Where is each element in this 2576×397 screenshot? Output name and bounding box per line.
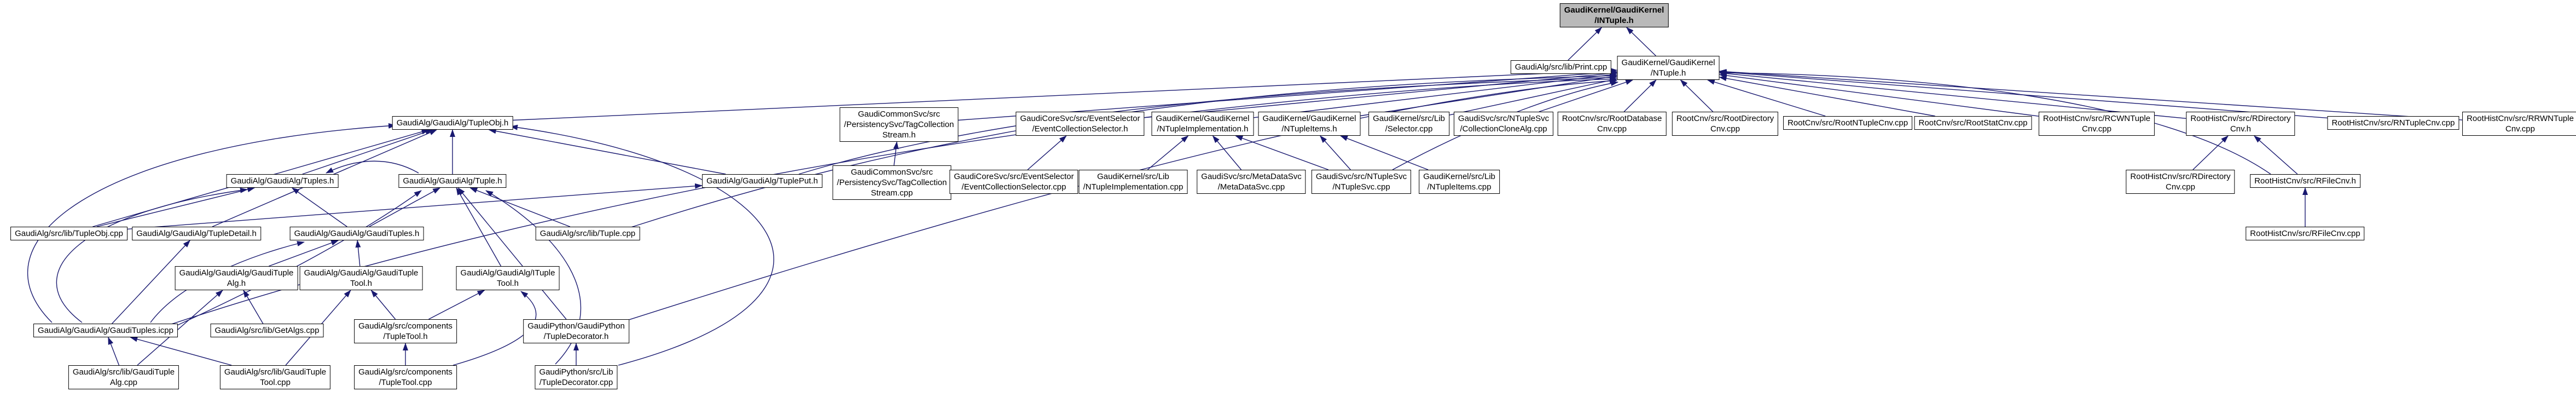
graph-node-ntuplesvc_cpp[interactable]: GaudiSvc/src/NTupleSvc /NTupleSvc.cpp [1311,170,1412,194]
edge-evcollsel_cpp-evcollsel_h [1027,135,1067,170]
graph-node-getalgs_cpp[interactable]: GaudiAlg/src/lib/GetAlgs.cpp [210,324,324,337]
graph-node-tupleput_h[interactable]: GaudiAlg/GaudiAlg/TuplePut.h [702,174,822,188]
graph-node-tuple_cpp[interactable]: GaudiAlg/src/lib/Tuple.cpp [535,227,640,240]
graph-node-gaudituplealg_cpp[interactable]: GaudiAlg/src/lib/GaudiTuple Alg.cpp [68,365,179,389]
graph-node-rootntuple_cpp[interactable]: RootCnv/src/RootNTupleCnv.cpp [1783,116,1913,130]
graph-node-tupledecorator_h[interactable]: GaudiPython/GaudiPython /TupleDecorator.… [523,319,629,343]
graph-node-gauditupletool_h[interactable]: GaudiAlg/GaudiAlg/GaudiTuple Tool.h [299,266,423,290]
edge-tupletool_h-itupletool_h [428,290,485,320]
edge-itupletool_h-tuple_h [456,187,502,267]
edge-rfilecnv_h-rdircnv_h [2254,135,2298,175]
edge-ntuple_h-intuple [1626,27,1656,56]
edge-rcwntuple_cpp-ntuple_h [1719,72,2039,117]
edge-rootdir_cpp-ntuple_h [1680,79,1714,112]
graph-node-tagcollstream_cpp[interactable]: GaudiCommonSvc/src /PersistencySvc/TagCo… [832,165,952,200]
graph-node-tuples_h[interactable]: GaudiAlg/GaudiAlg/Tuples.h [226,174,339,188]
edge-tupleobj_h-ntuple_h [513,67,1618,121]
edge-tupledecorator_h-tuple_h [457,187,567,320]
edge-ntuplesvc_cpp-ntupleimpl_h [1235,135,1329,170]
edge-collclone_cpp-ntuple_h [1539,79,1634,112]
edge-ntupleimpl_cpp-ntupleimpl_h [1147,135,1189,170]
graph-node-tupletool_h[interactable]: GaudiAlg/src/components /TupleTool.h [354,319,457,343]
graph-node-tagcollstream_h[interactable]: GaudiCommonSvc/src /PersistencySvc/TagCo… [839,107,959,142]
graph-node-rntuplecnv_cpp[interactable]: RootHistCnv/src/RNTupleCnv.cpp [2327,116,2459,130]
graph-node-rootstat_cpp[interactable]: RootCnv/src/RootStatCnv.cpp [1914,116,2032,130]
graph-node-gaudituples_h[interactable]: GaudiAlg/GaudiAlg/GaudiTuples.h [289,227,424,240]
graph-node-itupletool_h[interactable]: GaudiAlg/GaudiAlg/ITuple Tool.h [456,266,560,290]
graph-node-ntupleimpl_h[interactable]: GaudiKernel/GaudiKernel /NTupleImplement… [1151,112,1254,136]
edge-gaudituples_h-tuple_h [369,187,441,227]
edge-gaudituples_icpp-ntuple_h [169,76,1617,325]
graph-node-tupletool_cpp[interactable]: GaudiAlg/src/components /TupleTool.cpp [354,365,457,389]
graph-node-gaudituples_icpp[interactable]: GaudiAlg/GaudiAlg/GaudiTuples.icpp [33,324,178,337]
edge-gaudituplealg_cpp-gaudituples_icpp [108,337,120,366]
graph-node-rootdir_cpp[interactable]: RootCnv/src/RootDirectory Cnv.cpp [1672,112,1779,136]
graph-node-rcwntuple_cpp[interactable]: RootHistCnv/src/RCWNTuple Cnv.cpp [2038,112,2155,136]
edge-rootdb_cpp-ntuple_h [1623,79,1657,112]
graph-node-gauditupletool_cpp[interactable]: GaudiAlg/src/lib/GaudiTuple Tool.cpp [219,365,331,389]
edge-ntuplesvc_cpp-ntupleitems_h [1320,135,1351,170]
edge-gaudituplealg_h-gaudituples_h [269,240,339,267]
edge-gauditupletool_h-gaudituples_h [355,240,361,267]
edge-ntuplesvc_cpp-ntuple_h [1392,80,1618,170]
graph-node-ntuple_h[interactable]: GaudiKernel/GaudiKernel /NTuple.h [1617,56,1720,80]
edge-gaudituples_h-tuples_h [291,187,347,227]
graph-node-tuple_h[interactable]: GaudiAlg/GaudiAlg/Tuple.h [398,174,507,188]
edge-rootntuple_cpp-ntuple_h [1707,79,1826,117]
graph-node-metadatasvc_cpp[interactable]: GaudiSvc/src/MetaDataSvc /MetaDataSvc.cp… [1197,170,1306,194]
graph-node-rdircnv_cpp[interactable]: RootHistCnv/src/RDirectory Cnv.cpp [2126,170,2235,194]
edge-tupleobj_cpp-tuples_h [96,187,256,227]
graph-node-rfilecnv_h[interactable]: RootHistCnv/src/RFileCnv.h [2250,174,2360,188]
graph-node-evcollsel_h[interactable]: GaudiCoreSvc/src/EventSelector /EventCol… [1016,112,1145,136]
edge-rdircnv_cpp-rdircnv_h [2192,135,2229,170]
graph-node-print_cpp[interactable]: GaudiAlg/src/lib/Print.cpp [1510,60,1612,74]
graph-node-tupleobj_h[interactable]: GaudiAlg/GaudiAlg/TupleObj.h [392,116,513,130]
edge-ntupleitems_h-ntuple_h [1360,74,1618,117]
edge-gaudituples_icpp-tupledetail_h [112,240,190,324]
edge-tuple_h-tuples_h [326,160,419,174]
graph-node-selector_cpp[interactable]: GaudiKernel/src/Lib /Selector.cpp [1368,112,1449,136]
edge-getalgs_cpp-gaudituplealg_h [243,290,264,324]
graph-node-rdircnv_h[interactable]: RootHistCnv/src/RDirectory Cnv.h [2186,112,2295,136]
edge-tupleput_h-tupleobj_h [488,128,726,175]
edge-tupledecorator_h-ntuple_h [623,78,1617,322]
edge-tupleput_h-ntuple_h [798,74,1617,175]
graph-node-intuple: GaudiKernel/GaudiKernel /INTuple.h [1559,3,1669,27]
graph-node-collclone_cpp[interactable]: GaudiSvc/src/NTupleSvc /CollectionCloneA… [1453,112,1554,136]
edge-gaudituples_icpp-tuples_h [56,187,248,323]
graph-node-rrwntuple_cpp[interactable]: RootHistCnv/src/RRWNTuple Cnv.cpp [2462,112,2576,136]
edge-tagcollstream_cpp-tagcollstream_h [893,141,899,166]
edge-selector_cpp-ntuple_h [1449,77,1618,116]
edge-tuples_h-tupleobj_h [302,129,433,175]
edge-rfilecnv_h-ntuple_h [1719,70,2271,175]
edge-rrwntuple_cpp-ntuple_h [1719,68,2463,120]
graph-node-rfilecnv_cpp[interactable]: RootHistCnv/src/RFileCnv.cpp [2246,227,2365,240]
edge-tupletool_h-gauditupletool_h [370,290,396,320]
graph-node-tupledetail_h[interactable]: GaudiAlg/GaudiAlg/TupleDetail.h [132,227,261,240]
edge-print_cpp-intuple [1568,27,1603,61]
edge-metadatasvc_cpp-ntupleimpl_h [1212,135,1242,170]
graph-node-evcollsel_cpp[interactable]: GaudiCoreSvc/src/EventSelector /EventCol… [949,170,1078,194]
graph-node-ntupleitems_h[interactable]: GaudiKernel/GaudiKernel /NTupleItems.h [1258,112,1361,136]
edge-gaudituples_icpp-tupleobj_h [27,123,396,323]
edge-evcollsel_h-ntuple_h [1144,71,1618,118]
graph-node-tupleobj_cpp[interactable]: GaudiAlg/src/lib/TupleObj.cpp [10,227,127,240]
edge-tupleobj_cpp-tupleput_h [127,183,703,230]
graph-node-gaudituplealg_h[interactable]: GaudiAlg/GaudiAlg/GaudiTuple Alg.h [175,266,298,290]
edge-rootstat_cpp-ntuple_h [1719,76,1935,117]
edge-tupledecorator_cpp-tupleobj_h [510,124,774,366]
edge-gaudituplealg_cpp-gaudituplealg_h [137,290,223,366]
graph-node-ntupleimpl_cpp[interactable]: GaudiKernel/src/Lib /NTupleImplementatio… [1078,170,1188,194]
edge-gauditupletool_cpp-gaudituples_icpp [130,336,232,366]
graph-node-ntupleitems_cpp[interactable]: GaudiKernel/src/Lib /NTupleItems.cpp [1419,170,1500,194]
edge-gaudituples_icpp-tuple_h [164,190,422,332]
graph-node-tupledecorator_cpp[interactable]: GaudiPython/src/Lib /TupleDecorator.cpp [535,365,618,389]
edge-ntupleitems_cpp-ntupleitems_h [1339,135,1429,170]
graph-node-rootdb_cpp[interactable]: RootCnv/src/RootDatabase Cnv.cpp [1557,112,1667,136]
